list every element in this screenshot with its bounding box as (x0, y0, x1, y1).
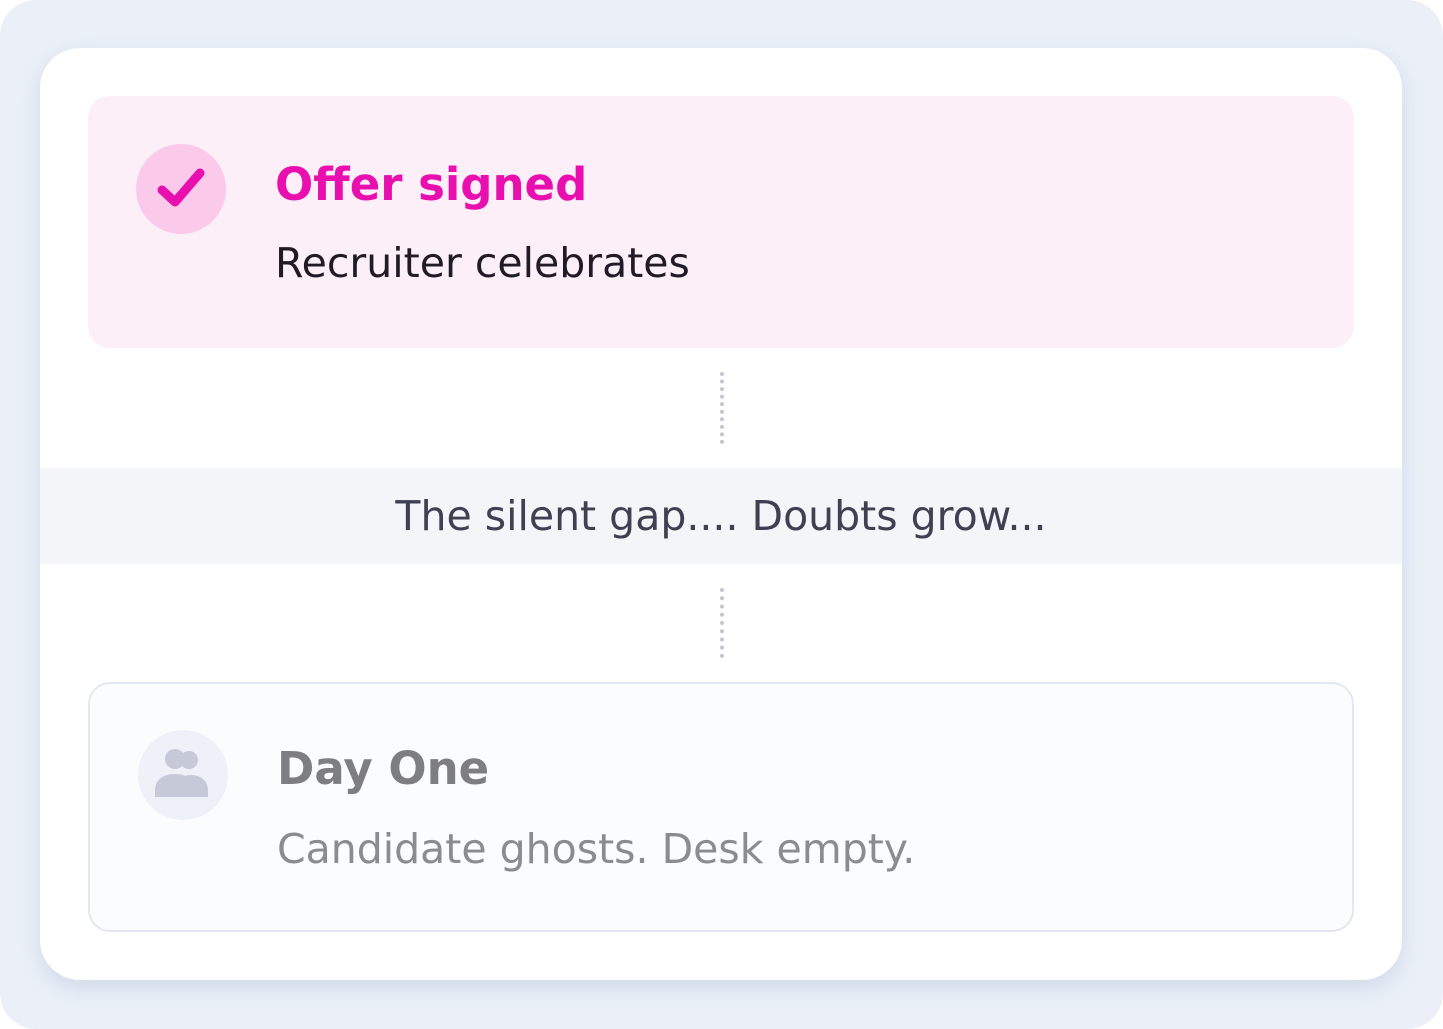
silent-gap-text: The silent gap.... Doubts grow... (395, 492, 1047, 540)
timeline-step-day-one: Day One Candidate ghosts. Desk empty. (88, 682, 1354, 932)
check-icon (151, 157, 211, 221)
step-title: Day One (277, 742, 490, 795)
silent-gap-banner: The silent gap.... Doubts grow... (40, 468, 1402, 564)
step-subtitle: Recruiter celebrates (275, 239, 690, 287)
timeline-step-offer-signed: Offer signed Recruiter celebrates (88, 96, 1354, 348)
step-title: Offer signed (275, 158, 588, 211)
people-icon (151, 745, 215, 805)
step-status-badge (136, 144, 226, 234)
timeline-connector (720, 372, 724, 444)
step-status-badge (138, 730, 228, 820)
timeline-connector (720, 588, 724, 658)
timeline-card: Offer signed Recruiter celebrates The si… (40, 48, 1402, 980)
step-subtitle: Candidate ghosts. Desk empty. (277, 825, 916, 873)
